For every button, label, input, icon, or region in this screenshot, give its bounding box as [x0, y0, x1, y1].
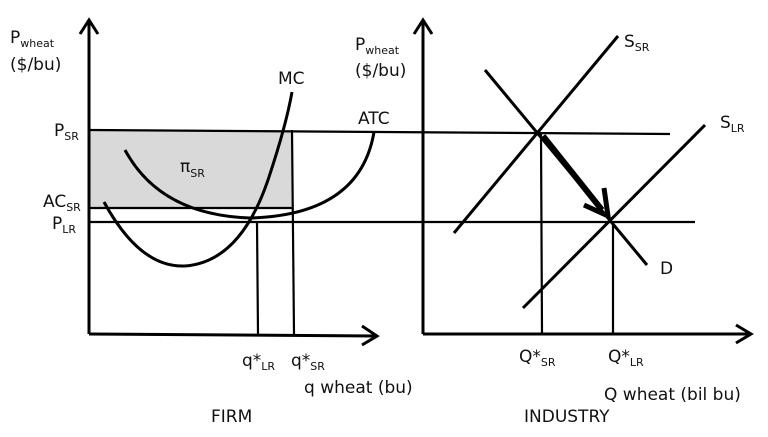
mc-label: MC — [278, 69, 305, 89]
profit-area — [89, 130, 292, 208]
p-sr-line — [88, 128, 671, 136]
firm-x-axis-arrow-icon — [361, 324, 380, 347]
industry-y-axis-unit: ($/bu) — [355, 61, 406, 81]
firm-y-axis-unit: ($/bu) — [10, 55, 61, 75]
atc-label: ATC — [358, 109, 390, 129]
p-lr-label: PLR — [52, 214, 76, 236]
industry-title: INDUSTRY — [524, 407, 610, 427]
industry-x-axis-arrow-icon — [735, 323, 754, 345]
demand-label: D — [660, 259, 673, 279]
q-lr-vertical — [255, 221, 260, 335]
industry-y-axis-arrow-icon — [412, 17, 434, 35]
mc-curve — [102, 91, 294, 268]
firm-x-axis — [88, 332, 377, 338]
profit-label: πSR — [180, 157, 205, 180]
firm-y-axis-label: Pwheat — [10, 28, 55, 50]
Q-lr-label: Q*LR — [608, 347, 644, 369]
s-lr-label: SLR — [720, 113, 745, 135]
adjustment-arrow — [540, 134, 605, 212]
short-run-supply-curve — [452, 35, 620, 234]
industry-x-axis-label: Q wheat (bil bu) — [604, 385, 741, 405]
s-sr-label: SSR — [624, 32, 650, 54]
p-sr-label: PSR — [54, 121, 79, 143]
industry-y-axis-label: Pwheat — [355, 35, 400, 57]
Q-sr-vertical — [539, 132, 544, 335]
long-run-supply-curve — [521, 123, 707, 310]
firm-y-axis-arrow-icon — [78, 17, 100, 35]
q-sr-vertical — [290, 129, 296, 335]
ac-sr-label: ACSR — [43, 192, 81, 214]
adjustment-arrow-head-icon — [582, 187, 612, 221]
q-sr-label: q*SR — [291, 351, 325, 373]
q-lr-label: q*LR — [242, 351, 275, 373]
firm-title: FIRM — [211, 407, 252, 427]
atc-curve — [123, 131, 376, 220]
Q-sr-label: Q*SR — [519, 347, 556, 369]
firm-x-axis-label: q wheat (bu) — [304, 378, 413, 398]
